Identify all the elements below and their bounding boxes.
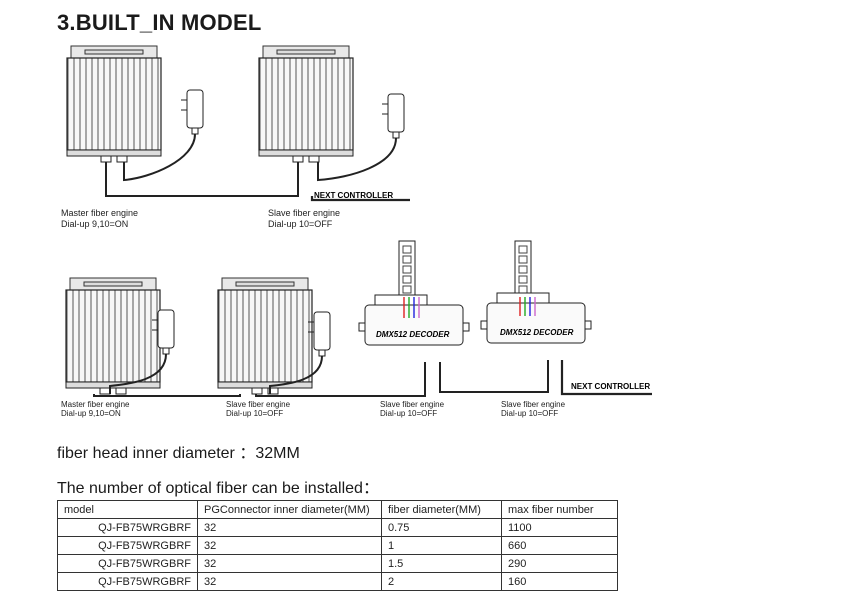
- table-cell: 290: [501, 554, 618, 573]
- table-header-cell: fiber diameter(MM): [381, 500, 502, 519]
- power-adapter-icon: [180, 89, 204, 135]
- caption-slave-top: Slave fiber engine Dial-up 10=OFF: [268, 208, 341, 229]
- caption-slave-bottom-1: Slave fiber engine Dial-up 10=OFF: [226, 400, 291, 418]
- dmx-connector-strip: [514, 240, 532, 298]
- table-header-row: model PGConnector inner diameter(MM) fib…: [57, 500, 618, 519]
- table-cell: 0.75: [381, 518, 502, 537]
- table-cell: 1.5: [381, 554, 502, 573]
- table-cell: 1: [381, 536, 502, 555]
- table-row: QJ-FB75WRGBRF 32 1 660: [57, 536, 618, 555]
- cable-lines: [105, 133, 410, 202]
- table-header-cell: model: [57, 500, 198, 519]
- table-cell: 1100: [501, 518, 618, 537]
- power-adapter-icon: [381, 93, 405, 139]
- table-cell: QJ-FB75WRGBRF: [57, 554, 198, 573]
- table-cell: 660: [501, 536, 618, 555]
- fiber-count-heading: The number of optical fiber can be insta…: [57, 480, 379, 497]
- next-controller-label: NEXT CONTROLLER: [571, 382, 650, 391]
- decoder-label: DMX512 DECODER: [376, 330, 450, 339]
- caption-slave-bottom-3: Slave fiber engine Dial-up 10=OFF: [501, 400, 566, 418]
- slave-fiber-engine-bottom: [217, 277, 313, 395]
- table-row: QJ-FB75WRGBRF 32 2 160: [57, 572, 618, 591]
- caption-slave-bottom-2: Slave fiber engine Dial-up 10=OFF: [380, 400, 445, 418]
- table-cell: 160: [501, 572, 618, 591]
- table-cell: QJ-FB75WRGBRF: [57, 572, 198, 591]
- table-cell: 32: [197, 536, 382, 555]
- fiber-head-diameter: fiber head inner diameter ：32MM: [57, 445, 300, 462]
- table-row: QJ-FB75WRGBRF 32 1.5 290: [57, 554, 618, 573]
- table-header-cell: max fiber number: [501, 500, 618, 519]
- table-header-cell: PGConnector inner diameter(MM): [197, 500, 382, 519]
- section-title: 3.BUILT_IN MODEL: [57, 10, 262, 35]
- slave-fiber-engine-top: [258, 45, 354, 163]
- dmx-connector-strip: [398, 240, 416, 298]
- caption-master-top: Master fiber engine Dial-up 9,10=ON: [61, 208, 139, 229]
- table-cell: 2: [381, 572, 502, 591]
- table-cell: 32: [197, 518, 382, 537]
- master-fiber-engine-top: [66, 45, 162, 163]
- fiber-spec-table: model PGConnector inner diameter(MM) fib…: [57, 500, 618, 591]
- decoder-label: DMX512 DECODER: [500, 328, 574, 337]
- table-cell: QJ-FB75WRGBRF: [57, 536, 198, 555]
- master-fiber-engine-bottom: [65, 277, 161, 395]
- caption-master-bottom: Master fiber engine Dial-up 9,10=ON: [61, 400, 130, 418]
- table-row: QJ-FB75WRGBRF 32 0.75 1100: [57, 518, 618, 537]
- table-cell: QJ-FB75WRGBRF: [57, 518, 198, 537]
- cable-lines: [93, 353, 652, 397]
- table-cell: 32: [197, 572, 382, 591]
- table-cell: 32: [197, 554, 382, 573]
- next-controller-label: NEXT CONTROLLER: [314, 191, 393, 200]
- rgb-wires: [403, 297, 536, 318]
